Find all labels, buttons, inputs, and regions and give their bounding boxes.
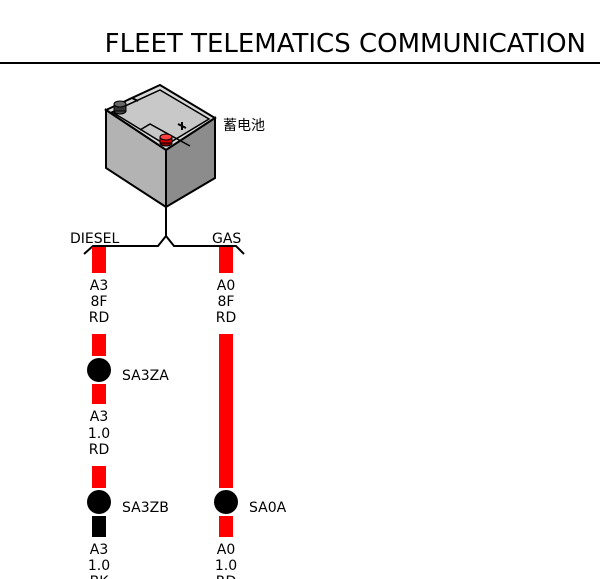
right-wire2-color: RD [216,574,237,579]
right-wire-segment-3 [219,516,233,537]
right-wire1-gauge: 8F [218,294,235,310]
right-wire2-circuit: A0 [217,542,235,558]
battery-feed-fork [83,207,245,255]
left-wire-segment-3 [92,384,106,404]
splice-sa3zb-label: SA3ZB [122,500,169,516]
splice-sa0a-label: SA0A [249,500,287,516]
splice-sa3za-dot [87,358,111,382]
page-title: FLEET TELEMATICS COMMUNICATION [104,29,586,59]
left-wire-segment-1 [92,247,106,273]
branch-label-gas: GAS [212,231,241,247]
right-wire-segment-1 [219,247,233,273]
left-wire-segment-5 [92,516,106,537]
left-wire1-gauge: 8F [91,294,108,310]
left-wire2-color: RD [89,442,110,458]
right-wire1-circuit: A0 [217,278,235,294]
right-wire-segment-2 [219,334,233,488]
left-wire2-gauge: 1.0 [88,426,110,442]
right-wire2-gauge: 1.0 [215,558,237,574]
branch-label-diesel: DIESEL [70,231,119,247]
battery-label: 蓄电池 [223,118,265,134]
left-wire-segment-2 [92,334,106,356]
left-wire1-circuit: A3 [90,278,108,294]
left-wire-segment-4 [92,466,106,488]
left-wire3-circuit: A3 [90,542,108,558]
splice-sa0a-dot [214,490,238,514]
splice-sa3zb-dot [87,490,111,514]
left-wire3-gauge: 1.0 [88,558,110,574]
splice-sa3za-label: SA3ZA [122,368,169,384]
left-wire3-color: BK [90,574,110,579]
right-wire1-color: RD [216,310,237,326]
battery-icon [103,83,217,209]
title-divider [0,62,600,64]
left-wire2-circuit: A3 [90,409,108,425]
left-wire1-color: RD [89,310,110,326]
